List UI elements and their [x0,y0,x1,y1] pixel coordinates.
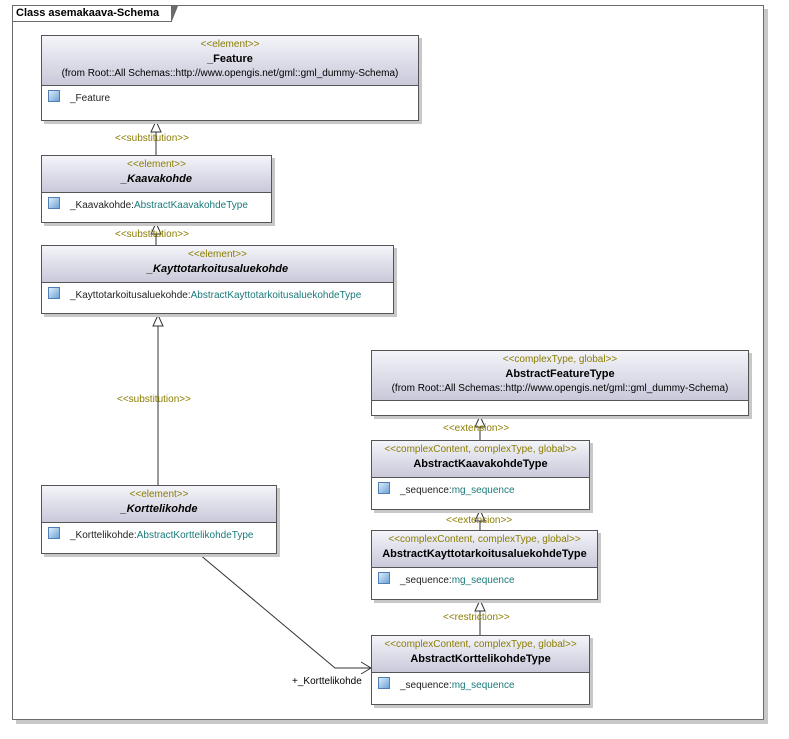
frame-tab: Class asemakaava-Schema [13,6,178,22]
stereotype-label: <<complexContent, complexType, global>> [384,639,577,650]
class-origin: (from Root::All Schemas::http://www.open… [391,383,729,394]
attribute-name: _sequence: [400,680,452,691]
class-header: <<element>> _Korttelikohde [42,486,276,523]
edge-label-extension-2: <<extension>> [446,515,513,526]
class-origin: (from Root::All Schemas::http://www.open… [61,68,399,79]
class-name: AbstractKaavakohdeType [413,458,548,470]
stereotype-label: <<complexContent, complexType, global>> [388,534,581,545]
arrowhead-substitution-3 [152,313,164,327]
class-box-korttelikohde[interactable]: <<element>> _Korttelikohde _Korttelikohd… [41,485,277,554]
attribute-row: _sequence:mg_sequence [378,677,583,693]
class-box-abstract-kayttotarkoitus-type[interactable]: <<complexContent, complexType, global>> … [371,530,598,600]
attribute-name: _sequence: [400,485,452,496]
class-box-kaavakohde[interactable]: <<element>> _Kaavakohde _Kaavakohde:Abst… [41,155,272,223]
edge-type-association [198,553,371,669]
attribute-compartment: _sequence:mg_sequence [372,568,597,592]
attribute-icon [48,527,60,539]
class-box-abstract-kaavakohde-type[interactable]: <<complexContent, complexType, global>> … [371,440,590,510]
attribute-icon [48,287,60,299]
class-header: <<complexType, global>> AbstractFeatureT… [372,351,748,401]
attribute-compartment: _sequence:mg_sequence [372,478,589,502]
class-box-kayttotarkoitusaluekohde[interactable]: <<element>> _Kayttotarkoitusaluekohde _K… [41,245,394,314]
class-name: AbstractFeatureType [505,368,615,380]
attribute-type: AbstractKaavakohdeType [133,200,248,211]
attribute-compartment: _Korttelikohde:AbstractKorttelikohdeType [42,523,276,547]
attribute-icon [378,677,390,689]
stereotype-label: <<element>> [200,39,260,50]
class-box-feature[interactable]: <<element>> _Feature (from Root::All Sch… [41,35,419,121]
arrowhead-restriction-1 [474,598,486,612]
attribute-name: _Feature [70,93,111,104]
attribute-icon [378,482,390,494]
class-header: <<element>> _Feature (from Root::All Sch… [42,36,418,86]
edge-label-extension-1: <<extension>> [443,423,510,434]
class-header: <<element>> _Kayttotarkoitusaluekohde [42,246,393,283]
class-box-abstract-feature-type[interactable]: <<complexType, global>> AbstractFeatureT… [371,350,749,416]
attribute-compartment: _sequence:mg_sequence [372,673,589,697]
attribute-icon [378,572,390,584]
stereotype-label: <<complexContent, complexType, global>> [384,444,577,455]
edge-label-substitution-3: <<substitution>> [117,394,191,405]
class-name: _Kayttotarkoitusaluekohde [146,263,289,275]
frame-title: Class asemakaava-Schema [16,7,160,19]
attribute-row: _Korttelikohde:AbstractKorttelikohdeType [48,527,270,543]
attribute-icon [48,90,60,102]
attribute-compartment: _Kaavakohde:AbstractKaavakohdeType [42,193,271,217]
arrowhead-substitution-2 [150,221,162,235]
arrowhead-extension-2 [474,508,486,522]
class-name: AbstractKayttotarkoitusaluekohdeType [382,548,587,560]
attribute-type: mg_sequence [451,485,515,496]
arrowhead-extension-1 [474,414,486,428]
attribute-row: _Kayttotarkoitusaluekohde:AbstractKaytto… [48,287,387,303]
attribute-type: mg_sequence [451,575,515,586]
class-name: _Korttelikohde [120,503,198,515]
attribute-compartment: _Kayttotarkoitusaluekohde:AbstractKaytto… [42,283,393,307]
edge-label-substitution-1: <<substitution>> [115,133,189,144]
class-name: AbstractKorttelikohdeType [410,653,551,665]
class-box-abstract-kortteli-type[interactable]: <<complexContent, complexType, global>> … [371,635,590,705]
attribute-compartment: _Feature [42,86,418,110]
class-header: <<complexContent, complexType, global>> … [372,531,597,568]
stereotype-label: <<element>> [188,249,247,260]
attribute-icon [48,197,60,209]
attribute-type: AbstractKayttotarkoitusaluekohdeType [190,290,362,301]
edge-label-restriction-1: <<restriction>> [443,612,510,623]
attribute-row: _Kaavakohde:AbstractKaavakohdeType [48,197,265,213]
attribute-row: _sequence:mg_sequence [378,482,583,498]
attribute-type: mg_sequence [451,680,515,691]
stereotype-label: <<element>> [129,489,189,500]
class-header: <<element>> _Kaavakohde [42,156,271,193]
class-name: _Feature [207,53,253,65]
class-header: <<complexContent, complexType, global>> … [372,441,589,478]
attribute-name: _Kaavakohde: [70,200,134,211]
attribute-row: _sequence:mg_sequence [378,572,591,588]
attribute-row: _Feature [48,90,412,106]
class-name: _Kaavakohde [121,173,192,185]
arrowhead-substitution-1 [150,119,162,133]
attribute-type: AbstractKorttelikohdeType [136,530,254,541]
stereotype-label: <<complexType, global>> [502,354,618,365]
association-role-label: +_Korttelikohde [292,676,362,687]
attribute-name: _Kayttotarkoitusaluekohde: [70,290,191,301]
attribute-name: _Korttelikohde: [70,530,137,541]
attribute-name: _sequence: [400,575,452,586]
edge-label-substitution-2: <<substitution>> [115,229,189,240]
attribute-compartment [372,401,748,407]
stereotype-label: <<element>> [127,159,186,170]
class-header: <<complexContent, complexType, global>> … [372,636,589,673]
